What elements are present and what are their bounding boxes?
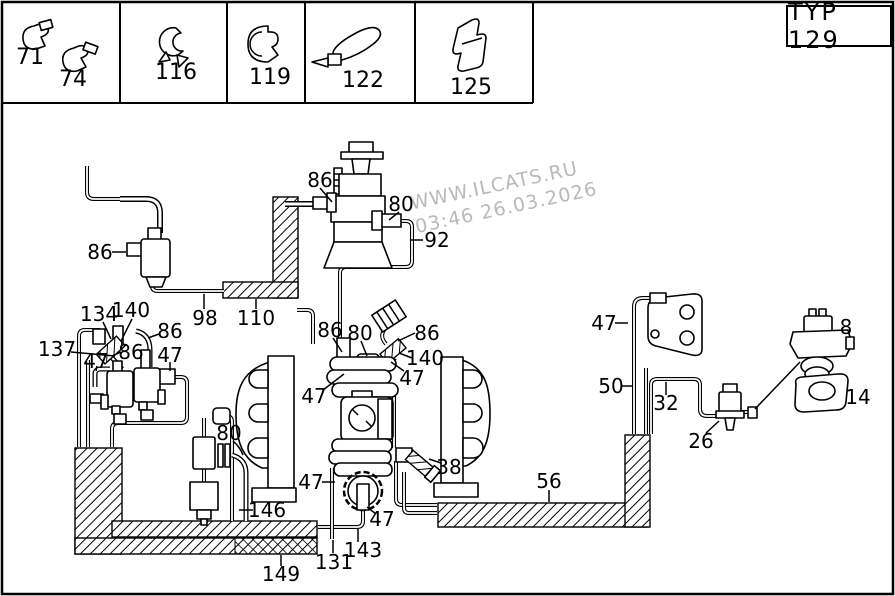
part-number-label: 110	[236, 306, 276, 330]
part-number-label: 14	[845, 385, 871, 409]
part-number-label: 47	[157, 343, 183, 367]
part-number-label: 47	[399, 366, 425, 390]
part-number-label: 56	[536, 469, 562, 493]
part-number-label: 47	[301, 384, 327, 408]
retaining-clip-icon	[452, 18, 487, 72]
left-vacuum-valve	[126, 227, 171, 288]
part-number-label: 143	[343, 538, 383, 562]
part-number-label: 80	[388, 192, 414, 216]
part-number-label: 86	[317, 318, 343, 342]
hose-clip-pair-icon	[22, 18, 99, 73]
part-number-label: 98	[192, 306, 218, 330]
part-number-label: 137	[37, 337, 77, 361]
cable-tie-icon	[311, 26, 382, 68]
part-number-label: 50	[598, 374, 624, 398]
spring-clamp-icon	[158, 26, 189, 68]
legend-part-number: 122	[342, 68, 384, 93]
part-number-label: 86	[307, 168, 333, 192]
distributor-unit	[312, 141, 402, 269]
legend-part-number: 116	[155, 60, 197, 85]
pressure-regulator-stack	[189, 436, 231, 526]
part-number-label: 92	[424, 228, 450, 252]
legend-part-number: 119	[249, 65, 291, 90]
part-number-label: 80	[216, 421, 242, 445]
part-number-label: 140	[405, 346, 445, 370]
left-fitting-cluster	[89, 325, 231, 425]
part-number-label: 32	[653, 391, 679, 415]
part-number-label: 38	[436, 455, 462, 479]
leader-lines	[70, 187, 801, 566]
part-number-label: 47	[591, 311, 617, 335]
part-number-label: 86	[87, 240, 113, 264]
part-number-label: 47	[369, 507, 395, 531]
legend-part-number: 125	[450, 75, 492, 100]
centre-hose-coil	[326, 299, 442, 512]
legend-strip	[2, 2, 534, 104]
part-number-label: 131	[314, 550, 354, 574]
profile-clip-icon	[247, 25, 279, 63]
part-number-label: 140	[111, 298, 151, 322]
right-bracket-group	[647, 292, 758, 431]
legend-part-number: 74	[59, 67, 87, 92]
hatched-harness-bands	[74, 196, 651, 555]
component-14-grommet	[794, 373, 849, 413]
part-number-label: 47	[298, 470, 324, 494]
part-number-label: 86	[414, 321, 440, 345]
type-code-box: TYP 129	[786, 0, 892, 54]
type-code-text: TYP 129	[788, 0, 840, 54]
part-number-label: 86	[157, 319, 183, 343]
part-number-label: 149	[261, 562, 301, 586]
part-number-label: 80	[347, 321, 373, 345]
right-intake-manifold	[433, 356, 491, 498]
part-number-label: 8	[839, 315, 853, 339]
part-number-label: 26	[688, 429, 714, 453]
part-number-label: 146	[247, 498, 287, 522]
part-number-label: 134	[79, 302, 119, 326]
part-number-label: 47	[83, 349, 109, 373]
left-intake-manifold	[235, 355, 297, 503]
legend-part-number: 71	[16, 45, 44, 70]
part-number-label: 86	[118, 340, 144, 364]
